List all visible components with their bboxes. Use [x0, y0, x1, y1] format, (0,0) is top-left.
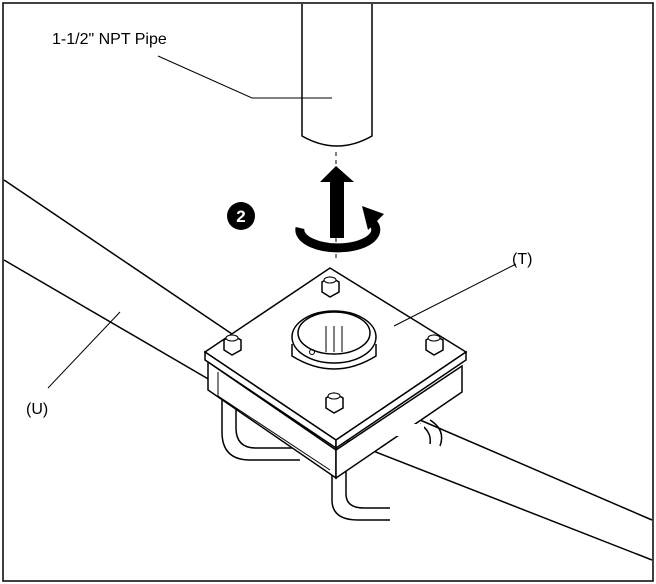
- leader-flange: [393, 263, 517, 327]
- rotate-clockwise-arrow-icon: [295, 218, 381, 253]
- npt-pipe: [301, 4, 373, 168]
- hex-nut-right: [425, 334, 444, 356]
- hex-nut-left: [223, 334, 242, 356]
- leader-rail: [47, 311, 121, 389]
- pipe-label: 1-1/2" NPT Pipe: [52, 31, 167, 48]
- rotation-arrowhead-icon: [362, 206, 384, 230]
- step-number-badge-icon: [227, 202, 255, 230]
- u-bolts: [221, 390, 443, 521]
- hex-nut-top: [321, 276, 340, 298]
- leader-lines: [47, 55, 517, 389]
- flange-label: (T): [512, 251, 532, 268]
- hex-nut-bottom: [325, 392, 344, 414]
- step-number: 2: [236, 207, 245, 226]
- leader-pipe: [157, 55, 332, 99]
- rail-u: [3, 179, 653, 561]
- rail-label: (U): [26, 401, 48, 418]
- saddle-plate-t: [203, 267, 468, 480]
